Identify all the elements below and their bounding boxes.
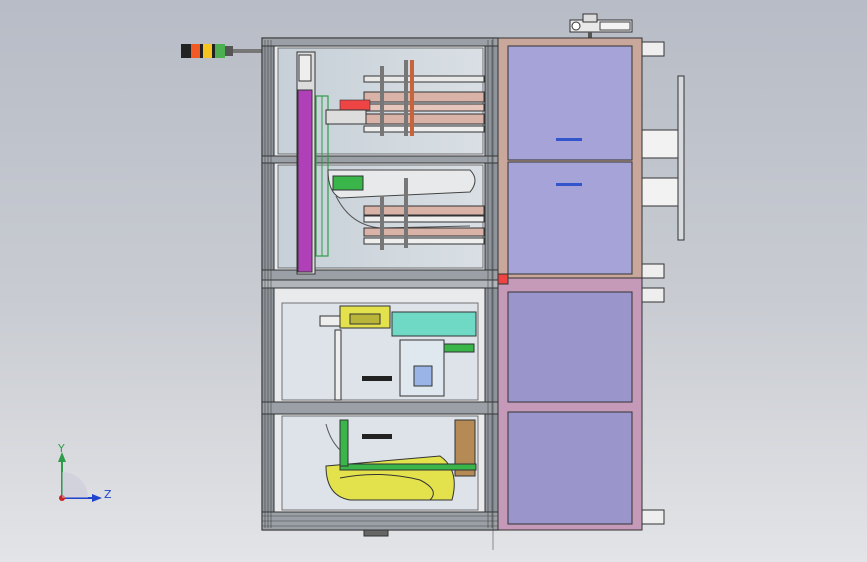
axis-triad: Y Z	[57, 442, 112, 502]
side-panel	[677, 75, 685, 241]
axis-y-label: Y	[57, 442, 65, 455]
upper-cassette-rack[interactable]	[325, 60, 485, 136]
stack-light[interactable]	[181, 44, 263, 58]
drawer-handle[interactable]	[556, 183, 582, 186]
drawer-handle[interactable]	[556, 138, 582, 141]
middle-cassette-rack[interactable]	[327, 169, 485, 250]
load-port-drawers[interactable]	[497, 37, 643, 531]
side-connectors[interactable]	[641, 41, 679, 525]
lower-robot-arm[interactable]	[325, 419, 477, 501]
transfer-robot[interactable]	[319, 305, 477, 477]
valve-assembly[interactable]	[569, 13, 633, 40]
stack-light-green	[215, 44, 225, 58]
stack-light-yellow	[203, 44, 212, 58]
axis-z-label: Z	[104, 488, 112, 501]
stack-light-red	[191, 44, 200, 58]
vertical-lift-column[interactable]	[296, 51, 329, 275]
